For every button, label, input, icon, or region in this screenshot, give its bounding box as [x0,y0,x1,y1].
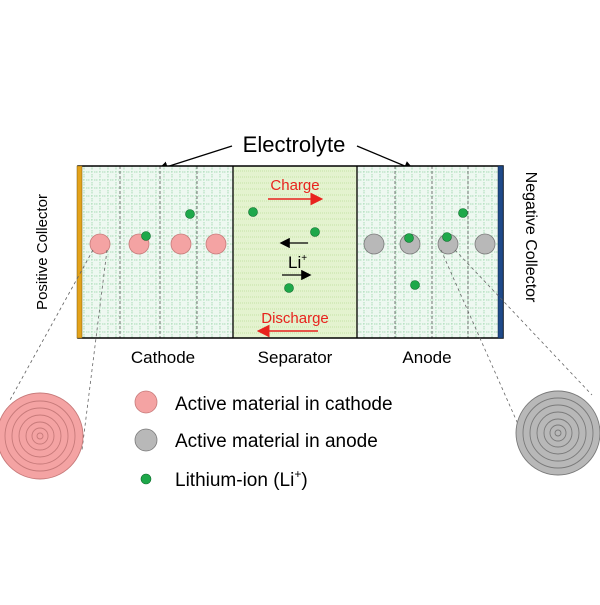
lithium-ion-dot [248,207,258,217]
charge-label: Charge [270,177,319,194]
positive-collector-label: Positive Collector [34,194,51,310]
lithium-ion-dot [442,232,452,242]
lithium-ion-dot [284,283,294,293]
lithium-ion-dot [310,227,320,237]
legend-lithium-text: Lithium-ion (Li+) [175,467,308,491]
legend: Active material in cathode Active materi… [134,390,393,491]
legend-anode-swatch [134,428,158,452]
negative-collector-label: Negative Collector [522,172,539,303]
lithium-ion-dot [404,233,414,243]
zoom-lines [9,249,593,451]
anode-zoom-circle [515,390,600,476]
lithium-ion-dot [410,280,420,290]
positive-collector-bar [76,165,83,339]
negative-collector-bar [497,165,504,339]
cathode-particle [89,233,111,255]
anode-particle [363,233,385,255]
anode-particle [474,233,496,255]
legend-cathode-text: Active material in cathode [175,394,393,415]
electrode-dashed-lines [119,166,469,338]
electrolyte-pointer-left [157,145,233,172]
lithium-ions [141,207,468,293]
cathode-label: Cathode [131,348,195,367]
cathode-zoom-circle [0,392,84,480]
lithium-ion-dot [458,208,468,218]
anode-region [357,166,500,338]
anode-label: Anode [402,348,451,367]
legend-cathode-swatch [134,390,158,414]
discharge-label: Discharge [261,310,329,327]
cathode-particle [170,233,192,255]
legend-anode-text: Active material in anode [175,431,378,452]
electrolyte-label: Electrolyte [243,132,346,157]
legend-lithium-swatch [140,473,152,485]
separator-label: Separator [258,348,333,367]
li-ion-label: Li+ [288,253,307,272]
cathode-particle [205,233,227,255]
separator-region [233,166,357,338]
lithium-ion-dot [141,231,151,241]
lithium-ion-dot [185,209,195,219]
electrolyte-pointer-right [356,145,415,171]
